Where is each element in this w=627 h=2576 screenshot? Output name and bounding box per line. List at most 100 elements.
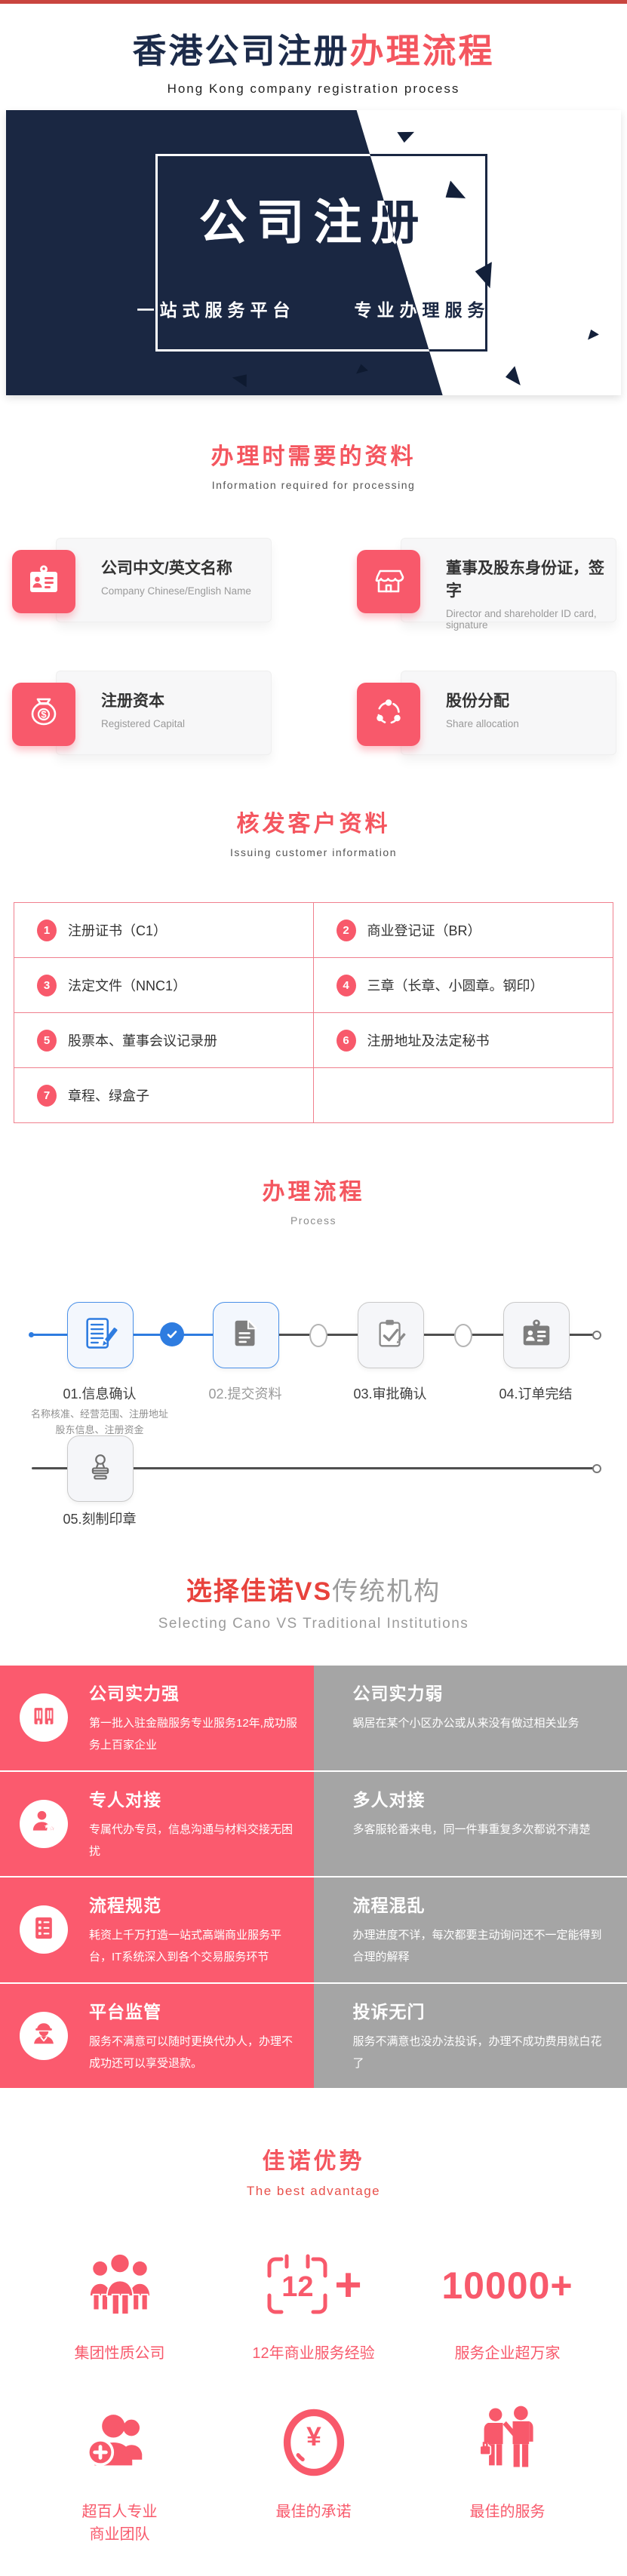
process-step-note: 名称核准、经营范围、注册地址 — [2, 1406, 198, 1422]
compare-left-title: 平台监管 — [89, 1997, 302, 2023]
compare-title-accent: 选择佳诺VS — [186, 1577, 332, 1606]
advantage-label: 超百人专业 — [23, 2501, 217, 2523]
svg-text:¥: ¥ — [306, 2421, 321, 2452]
compare-right-desc: 蜗居在某个小区办公或从来没有做过相关业务 — [353, 1712, 613, 1734]
compare-left-desc: 耗资上千万打造一站式高端商业服务平台，IT系统深入到各个交易服务环节 — [89, 1924, 302, 1969]
advantage-item: 最佳的服务 — [410, 2398, 604, 2546]
calendar-12-plus-icon: 12 + — [265, 2253, 361, 2318]
issued-cell-empty — [314, 1068, 613, 1122]
compare-left-cell: 平台监管 服务不满意可以随时更换代办人，办理不成功还可以享受退款。 — [0, 1984, 314, 2089]
info-card-subtitle: Director and shareholder ID card, signat… — [446, 608, 612, 631]
required-info-cards: 公司中文/英文名称 Company Chinese/English Name 董… — [0, 491, 627, 755]
info-card-title: 股份分配 — [446, 689, 612, 711]
advantage-label: 最佳的承诺 — [217, 2501, 410, 2523]
compare-left-title: 公司实力强 — [89, 1679, 302, 1705]
money-bag-icon: $ — [26, 695, 62, 735]
compare-right-desc: 办理进度不详，每次都要主动询问还不一定能得到合理的解释 — [353, 1924, 613, 1969]
compare-right-title: 公司实力弱 — [353, 1679, 613, 1705]
section-advantages-head: 佳诺优势 The best advantage — [0, 2142, 627, 2199]
compare-title-muted: 传统机构 — [332, 1577, 441, 1606]
check-circle-icon — [160, 1322, 184, 1346]
process-step-card-4 — [503, 1302, 570, 1368]
advantages-title: 佳诺优势 — [0, 2142, 627, 2175]
clipboard-check-icon — [373, 1316, 408, 1355]
issued-item-text: 章程、绿盒子 — [68, 1085, 149, 1105]
members-plus-icon — [81, 2403, 159, 2485]
advantage-label: 集团性质公司 — [23, 2342, 217, 2365]
section-issued-info-head: 核发客户资料 Issuing customer information — [0, 805, 627, 858]
compare-left-cell: 流程规范 耗资上千万打造一站式高端商业服务平台，IT系统深入到各个交易服务环节 — [0, 1878, 314, 1984]
info-card-subtitle: Registered Capital — [101, 718, 267, 729]
triangle-shard-icon — [397, 127, 416, 143]
issued-info-title: 核发客户资料 — [0, 805, 627, 838]
info-card-title: 董事及股东身份证，签字 — [446, 556, 612, 601]
compare-right-title: 投诉无门 — [353, 1997, 613, 2023]
issued-info-subtitle: Issuing customer information — [0, 846, 627, 858]
advantage-item: ¥ 最佳的承诺 — [217, 2398, 410, 2546]
comparison-table: 公司实力强 第一批入驻金融服务专业服务12年,成功服务上百家企业 公司实力弱 蜗… — [0, 1666, 627, 2088]
advantage-label-line2: 商业团队 — [23, 2523, 217, 2546]
stamp-icon — [83, 1450, 118, 1488]
advantage-item: 10000+ 服务企业超万家 — [410, 2240, 604, 2365]
page-title-english: Hong Kong company registration process — [0, 81, 627, 97]
compare-right-cell: 投诉无门 服务不满意也没办法投诉，办理不成功费用就白花了 — [314, 1984, 627, 2089]
issued-item: 7 章程、绿盒子 — [14, 1068, 314, 1122]
item-number-badge: 7 — [37, 1085, 57, 1107]
item-number-badge: 5 — [37, 1030, 57, 1052]
process-step-label-2: 02.提交资料 — [162, 1383, 328, 1403]
info-card-title: 注册资本 — [101, 689, 267, 711]
issued-item-text: 三章（长章、小圆章。钢印） — [367, 975, 544, 995]
item-number-badge: 2 — [337, 920, 356, 941]
process-flow: 01.信息确认 名称核准、经营范围、注册地址 股东信息、注册资金 02.提交资料… — [0, 1269, 627, 1528]
connector-ellipse — [454, 1324, 472, 1347]
process-step-card-1 — [67, 1302, 134, 1368]
compare-right-title: 多人对接 — [353, 1785, 613, 1811]
stat-number: 10000+ — [441, 2264, 573, 2307]
compare-right-desc: 服务不满意也没办法投诉，办理不成功费用就白花了 — [353, 2031, 613, 2075]
connector-ellipse — [309, 1324, 327, 1347]
info-card-company-name: 公司中文/英文名称 Company Chinese/English Name — [12, 538, 272, 622]
compare-left-cell: 专人对接 专属代办专员，信息沟通与材料交接无困扰 — [0, 1772, 314, 1878]
triangle-shard-icon — [584, 327, 599, 342]
section-compare-head: 选择佳诺VS传统机构 Selecting Cano VS Traditional… — [0, 1570, 627, 1632]
share-icon — [370, 695, 407, 735]
required-info-title: 办理时需要的资料 — [0, 438, 627, 471]
line-end-dot — [592, 1464, 601, 1473]
issued-item-text: 法定文件（NNC1） — [68, 975, 186, 995]
item-number-badge: 4 — [337, 975, 356, 996]
page-title-accent: 办理流程 — [350, 32, 495, 70]
info-card-title: 公司中文/英文名称 — [101, 556, 267, 579]
section-process-head: 办理流程 Process — [0, 1173, 627, 1227]
advantage-label: 最佳的服务 — [410, 2501, 604, 2523]
compare-right-cell: 流程混乱 办理进度不详，每次都要主动询问还不一定能得到合理的解释 — [314, 1878, 627, 1984]
storefront-icon — [370, 562, 407, 602]
page-header: 香港公司注册办理流程 Hong Kong company registratio… — [0, 4, 627, 97]
id-card-icon — [26, 562, 62, 602]
section-required-info-head: 办理时需要的资料 Information required for proces… — [0, 438, 627, 491]
process-step-label-5: 05.刻制印章 — [17, 1509, 183, 1528]
process-step-card-2 — [213, 1302, 279, 1368]
svg-text:$: $ — [41, 708, 47, 720]
page-title: 香港公司注册办理流程 — [0, 23, 627, 72]
id-badge-icon — [519, 1316, 554, 1355]
required-info-subtitle: Information required for processing — [0, 479, 627, 491]
line-end-dot — [592, 1331, 601, 1340]
process-subtitle: Process — [0, 1214, 627, 1227]
compare-subtitle: Selecting Cano VS Traditional Institutio… — [0, 1616, 627, 1632]
triangle-shard-icon — [503, 366, 525, 390]
process-title: 办理流程 — [0, 1173, 627, 1206]
info-card-id-signature: 董事及股东身份证，签字 Director and shareholder ID … — [357, 538, 616, 622]
supervisor-helmet-icon — [29, 2019, 59, 2053]
triangle-shard-icon — [231, 370, 250, 388]
compare-title: 选择佳诺VS传统机构 — [0, 1570, 627, 1607]
info-card-subtitle: Share allocation — [446, 718, 612, 729]
plus-sign: + — [334, 2262, 361, 2309]
info-card-registered-capital: $ 注册资本 Registered Capital — [12, 671, 272, 755]
process-step-label-3: 03.审批确认 — [307, 1383, 473, 1403]
compare-right-cell: 多人对接 多客服轮番来电，同一件事重复多次都说不清楚 — [314, 1772, 627, 1878]
compare-left-desc: 专属代办专员，信息沟通与材料交接无困扰 — [89, 1819, 302, 1863]
compare-left-desc: 第一批入驻金融服务专业服务12年,成功服务上百家企业 — [89, 1712, 302, 1757]
